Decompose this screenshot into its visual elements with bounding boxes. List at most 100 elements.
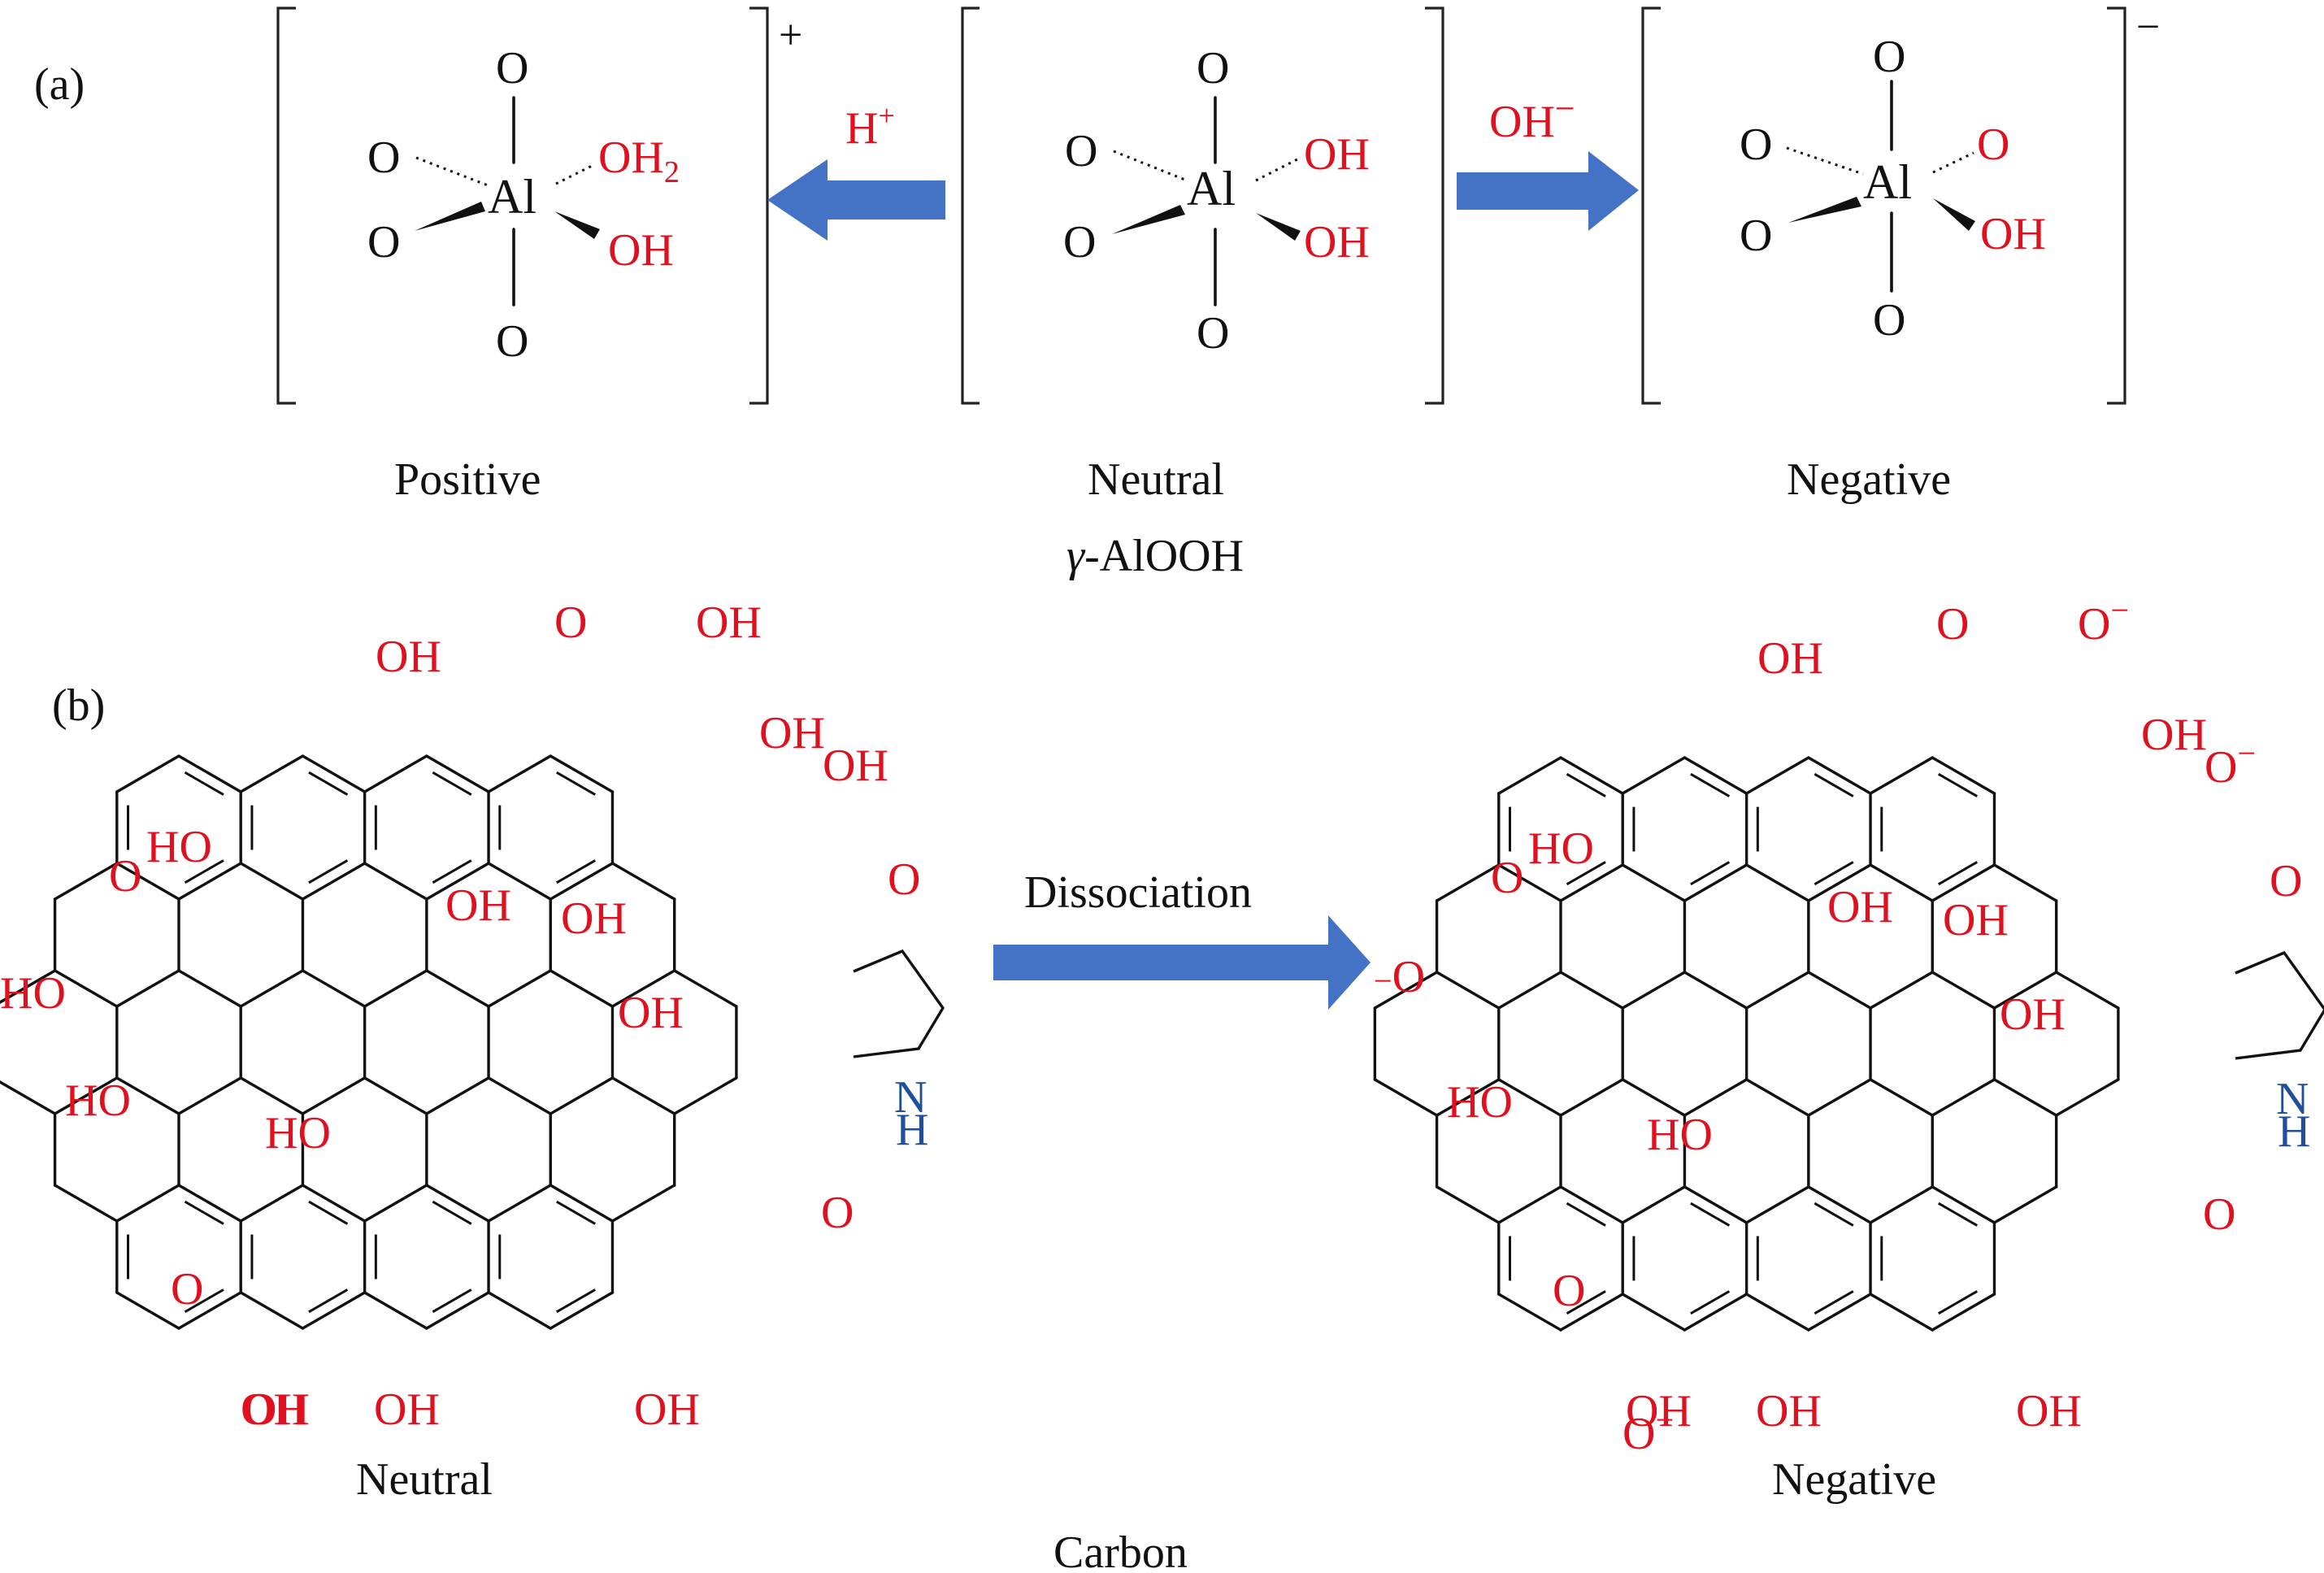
carboxylate-top: O− [2078,592,2129,650]
carboxyl-bottom-oh: OH [241,1384,306,1435]
carbon-bond [1497,1293,1562,1332]
positive-bottom-o: O [496,316,528,367]
carbon-bond [1869,863,1934,902]
bracket-positive [276,7,769,405]
carbon-bond [1807,863,1872,902]
caption-negative: Negative [1787,454,1951,505]
carbon-bond [1559,863,1624,902]
positive-left-lower-o: O [367,217,400,267]
carboxyl-bottom-o: O [1553,1266,1585,1316]
carbon-bond [1683,1185,1748,1224]
carbon-bond [1435,1078,1501,1117]
carbon-bond [0,1080,57,1115]
carbon-bond [301,1076,367,1115]
carboxyl-left-oh: HO [0,968,66,1019]
double-bond [308,1288,349,1314]
carbon-bond [301,1184,367,1223]
hydroxyl-bottom-3: OH [2016,1386,2082,1436]
carbon-bond [425,1184,490,1223]
carbon-bond [1621,971,1687,1010]
double-bond [556,1288,597,1314]
carbon-bond [1683,1293,1748,1332]
bracket-negative [1641,7,2126,405]
hydroxyl-inner-4: HO [1647,1110,1713,1160]
charge-negative: − [2136,4,2160,50]
neutral-left-lower-o: O [1063,217,1096,267]
hydroxyl-inner-2: OH [1943,895,2009,945]
carbon-bond [177,754,242,793]
carbon-bond [1744,1185,1810,1224]
double-bond [308,1200,349,1225]
double-bond [1690,772,1731,797]
double-bond [184,771,224,796]
carbon-bond [301,969,367,1008]
caption-positive: Positive [394,454,541,505]
hydroxyl-left: HO [1528,823,1594,874]
carbon-bond [1559,756,1624,795]
carbon-bond [2054,1078,2120,1117]
double-bond [1938,861,1979,886]
hydroxyl-top: OH [376,632,441,682]
carbon-bond [1869,1293,1934,1332]
negative-top-o: O [1873,32,1905,82]
carbon-bond [1683,756,1748,795]
carbon-bond [1931,1078,1996,1117]
carbon-bond [1931,1293,1996,1332]
double-bond [184,859,224,884]
carbon-bond [672,969,738,1008]
panel-b-label: (b) [52,680,105,731]
carbon-bond [239,969,305,1008]
carbon-bond [487,1184,552,1223]
carboxyl-left-o: O [109,851,141,902]
carbon-bond [1497,756,1562,795]
positive-center-al: Al [488,170,536,224]
double-bond [432,1200,472,1225]
pyrrole-h: H [2278,1106,2310,1157]
carbon-bond [239,1184,305,1223]
carbon-bond [1992,1078,2058,1117]
carbon-bond [301,1291,367,1330]
carbon-bond [53,1184,119,1223]
double-bond [1814,772,1854,797]
carbon-bond [1807,1078,1872,1117]
carbon-bond [1559,1078,1624,1117]
charge-positive: + [779,12,802,59]
panel-a-label: (a) [34,59,85,110]
carbonyl-right: O [2203,1189,2235,1240]
carbon-bond [1559,1293,1624,1332]
negative-bottom-o: O [1873,295,1905,345]
carbon-bond [1435,971,1501,1010]
carbon-bond [1497,1185,1562,1224]
pyrrole-ring [853,949,945,1058]
carboxyl-left-o: O [1491,853,1523,903]
double-bond [432,859,472,884]
carbon-bond [1869,756,1934,795]
positive-oh: OH [608,225,674,276]
dissociation-arrow [993,915,1371,1010]
carbon-bond [1869,1078,1934,1117]
carbon-bond [549,862,615,901]
carbon-bond [1373,971,1439,1010]
carbon-bond [115,1291,180,1330]
hydroxyl-inner-1: OH [445,880,511,931]
carbon-bond [610,862,676,901]
bracket-neutral [961,7,1444,405]
carbon-bond [1621,863,1687,902]
carbon-bond [1992,1185,2058,1224]
double-bond [432,771,472,796]
carbon-bond [115,1076,180,1115]
positive-oh2: OH2 [598,133,680,189]
double-bond [1566,1201,1606,1227]
double-bond [1566,1290,1606,1315]
carbon-bond [425,969,490,1008]
hydroxyl-bottom-2: OH [374,1384,440,1435]
hydroxyl-left: HO [146,822,212,872]
arrow-to-negative [1457,151,1639,231]
carbon-bond [301,862,367,901]
carboxylate-left: −O [1374,952,1425,1002]
carbon-bond [1744,863,1810,902]
carbon-bond [610,1184,676,1223]
hydroxyl-bottom-2: OH [1756,1386,1822,1436]
carbon-bond [487,754,552,793]
